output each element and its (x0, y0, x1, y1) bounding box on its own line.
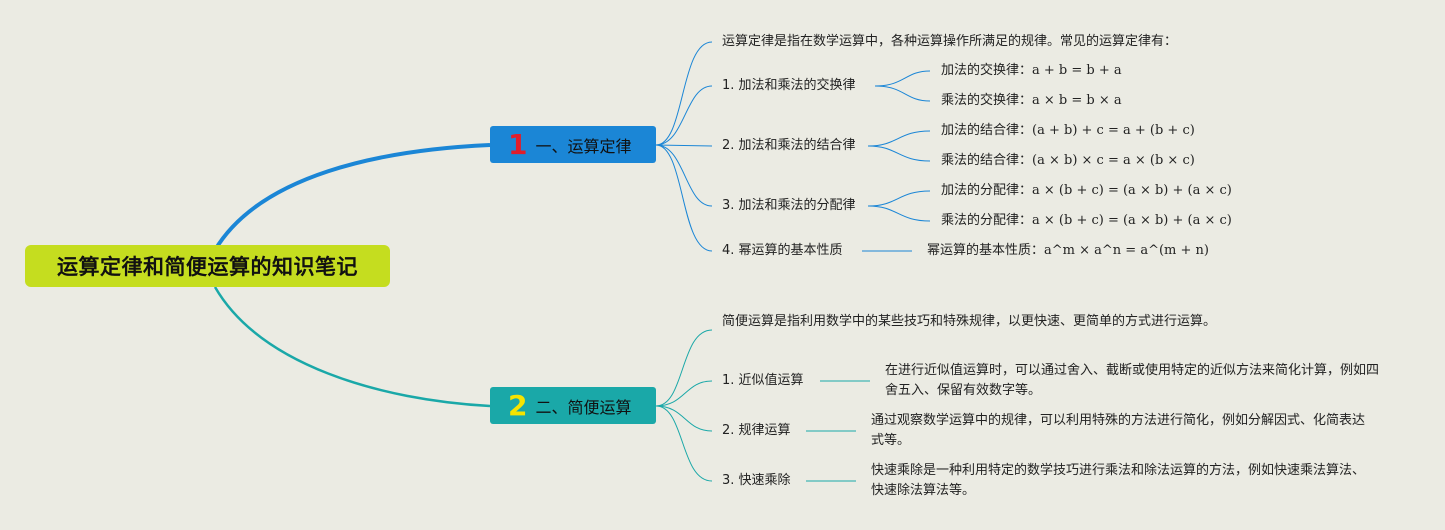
law-formula: (a + b) + c = a + (b + c) (1032, 123, 1195, 138)
law-formula: a × (b + c) = (a × b) + (a × c) (1032, 213, 1232, 228)
branch1-item-1[interactable]: 1. 加法和乘法的交换律 (722, 78, 856, 93)
law-formula: a^m × a^n = a^(m + n) (1044, 243, 1209, 258)
law-node[interactable]: 乘法的分配律：a × (b + c) = (a × b) + (a × c) (941, 211, 1232, 231)
root-to-branch1-line (213, 143, 491, 252)
law-name: 乘法的分配律： (941, 213, 1033, 228)
branch-label-1: 一、运算定律 (535, 136, 632, 156)
branch1-intro: 运算定律是指在数学运算中，各种运算操作所满足的规律。常见的运算定律有： (722, 34, 1178, 49)
law-name: 加法的结合律： (941, 123, 1033, 138)
branch-label-2: 二、简便运算 (535, 397, 632, 417)
branch2-item-1[interactable]: 1. 近似值运算 (722, 373, 804, 388)
law-node[interactable]: 加法的结合律：(a + b) + c = a + (b + c) (941, 121, 1195, 141)
branch2-detail-1[interactable]: 在进行近似值运算时，可以通过舍入、截断或使用特定的近似方法来简化计算，例如四舍五… (885, 363, 1380, 398)
law-formula: (a × b) × c = a × (b × c) (1032, 153, 1195, 168)
branch-number-1: 1 (508, 128, 528, 161)
law-name: 幂运算的基本性质： (927, 243, 1045, 258)
branch2-item-3[interactable]: 3. 快速乘除 (722, 473, 791, 488)
law-node[interactable]: 乘法的交换律：a × b = b × a (941, 91, 1122, 111)
branch1-item-3[interactable]: 3. 加法和乘法的分配律 (722, 198, 856, 213)
law-node[interactable]: 乘法的结合律：(a × b) × c = a × (b × c) (941, 151, 1195, 171)
law-node[interactable]: 幂运算的基本性质：a^m × a^n = a^(m + n) (927, 241, 1209, 261)
law-name: 加法的分配律： (941, 183, 1033, 198)
law-node[interactable]: 加法的交换律：a + b = b + a (941, 61, 1122, 81)
law-formula: a + b = b + a (1032, 63, 1122, 78)
branch1-lines (655, 41, 931, 252)
law-node[interactable]: 加法的分配律：a × (b + c) = (a × b) + (a × c) (941, 181, 1232, 201)
branch2-lines (655, 329, 870, 482)
branch1-item-4[interactable]: 4. 幂运算的基本性质 (722, 243, 843, 258)
law-name: 加法的交换律： (941, 63, 1033, 78)
branch2-detail-2[interactable]: 通过观察数学运算中的规律，可以利用特殊的方法进行简化，例如分解因式、化简表达式等… (871, 413, 1366, 448)
law-name: 乘法的结合律： (941, 153, 1033, 168)
branch1-item-2[interactable]: 2. 加法和乘法的结合律 (722, 138, 856, 153)
law-formula: a × b = b × a (1032, 93, 1122, 108)
branch-node-2[interactable]: 2 二、简便运算 (490, 387, 656, 424)
branch2-detail-3[interactable]: 快速乘除是一种利用特定的数学技巧进行乘法和除法运算的方法，例如快速乘法算法、快速… (871, 463, 1366, 498)
law-name: 乘法的交换律： (941, 93, 1033, 108)
branch2-item-2[interactable]: 2. 规律运算 (722, 423, 791, 438)
branch2-intro: 简便运算是指利用数学中的某些技巧和特殊规律，以更快速、更简单的方式进行运算。 (722, 314, 1217, 329)
law-formula: a × (b + c) = (a × b) + (a × c) (1032, 183, 1232, 198)
branch-node-1[interactable]: 1 一、运算定律 (490, 126, 656, 163)
root-node[interactable]: 运算定律和简便运算的知识笔记 (25, 245, 390, 287)
branch-number-2: 2 (508, 389, 528, 422)
root-to-branch2-line (213, 286, 491, 408)
